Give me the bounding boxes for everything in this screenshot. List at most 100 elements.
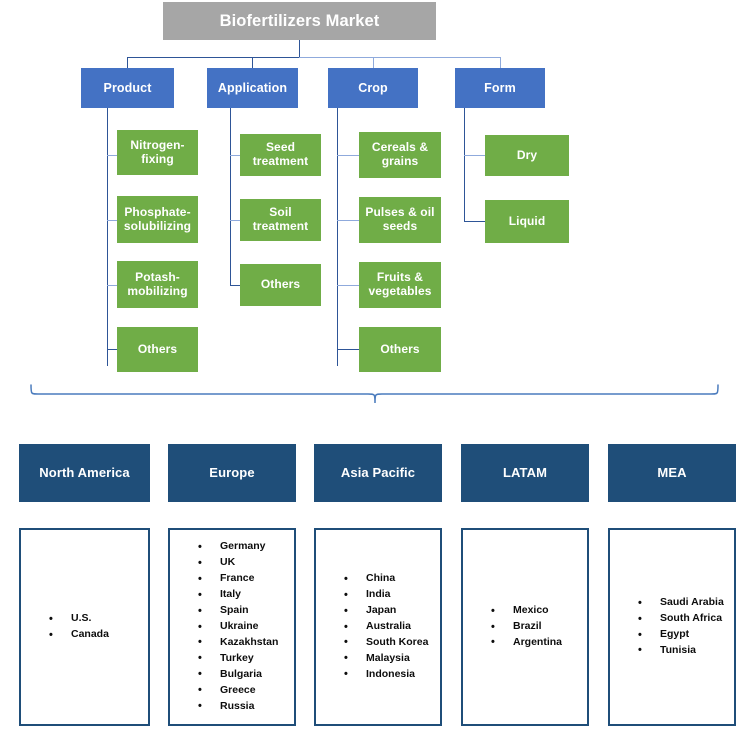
- list-item: Tunisia: [638, 642, 734, 659]
- connector-arm-product-4: [107, 349, 117, 351]
- region-label: MEA: [657, 464, 687, 480]
- connector-trunk-product: [107, 108, 109, 366]
- category-box-application[interactable]: Application: [207, 68, 298, 108]
- country-list-north-america: U.S. Canada: [19, 528, 150, 726]
- country-list-items: Saudi Arabia South Africa Egypt Tunisia: [610, 595, 734, 660]
- subcategory-label: Fruits & vegetables: [368, 270, 432, 298]
- subcategory-box-soil-treatment[interactable]: Soil treatment: [240, 199, 321, 241]
- list-item: Saudi Arabia: [638, 595, 734, 612]
- subcategory-label: Others: [260, 277, 301, 292]
- connector-drop-application: [252, 57, 254, 70]
- list-item: Italy: [198, 587, 294, 604]
- list-item: Kazakhstan: [198, 634, 294, 651]
- subcategory-box-cereals-grains[interactable]: Cereals & grains: [359, 132, 441, 178]
- list-item: Brazil: [491, 619, 587, 636]
- list-item: Canada: [49, 627, 148, 644]
- connector-arm-product-1: [107, 155, 117, 157]
- connector-trunk-form: [464, 108, 466, 222]
- connector-title-bus-right: [299, 57, 501, 59]
- country-list-mea: Saudi Arabia South Africa Egypt Tunisia: [608, 528, 736, 726]
- subcategory-label: Potash-mobilizing: [127, 269, 188, 298]
- list-item: Indonesia: [344, 666, 440, 683]
- list-item: France: [198, 571, 294, 588]
- list-item: Russia: [198, 698, 294, 715]
- list-item: UK: [198, 555, 294, 572]
- connector-arm-form-2: [464, 221, 485, 223]
- region-header-asia-pacific[interactable]: Asia Pacific: [314, 444, 442, 502]
- list-item: Ukraine: [198, 619, 294, 636]
- subcategory-box-nitrogen-fixing[interactable]: Nitrogen-fixing: [117, 130, 198, 175]
- list-item: India: [344, 587, 440, 604]
- subcategory-box-seed-treatment[interactable]: Seed treatment: [240, 134, 321, 176]
- list-item: South Africa: [638, 611, 734, 628]
- connector-title-bus-left: [127, 57, 300, 59]
- region-header-latam[interactable]: LATAM: [461, 444, 589, 502]
- diagram-title-box: Biofertilizers Market: [163, 2, 436, 40]
- list-item: Bulgaria: [198, 666, 294, 683]
- subcategory-box-product-others[interactable]: Others: [117, 327, 198, 372]
- category-box-product[interactable]: Product: [81, 68, 174, 108]
- country-list-items: Mexico Brazil Argentina: [463, 603, 587, 652]
- subcategory-box-phosphate-solubilizing[interactable]: Phosphate-solubilizing: [117, 196, 198, 243]
- category-label-product: Product: [103, 80, 152, 95]
- list-item: China: [344, 571, 440, 588]
- diagram-title-label: Biofertilizers Market: [219, 11, 380, 30]
- category-label-application: Application: [217, 80, 288, 95]
- region-header-mea[interactable]: MEA: [608, 444, 736, 502]
- country-list-asia-pacific: China India Japan Australia South Korea …: [314, 528, 442, 726]
- subcategory-box-dry[interactable]: Dry: [485, 135, 569, 176]
- subcategory-label: Seed treatment: [252, 140, 309, 168]
- list-item: Germany: [198, 539, 294, 556]
- connector-arm-application-2: [230, 220, 240, 222]
- connector-arm-product-2: [107, 220, 117, 222]
- subcategory-box-crop-others[interactable]: Others: [359, 327, 441, 372]
- subcategory-box-application-others[interactable]: Others: [240, 264, 321, 306]
- subcategory-label: Others: [380, 341, 420, 356]
- connector-arm-application-3: [230, 285, 240, 287]
- list-item: Spain: [198, 603, 294, 620]
- connector-arm-crop-3: [337, 285, 359, 287]
- connector-drop-product: [127, 57, 129, 70]
- subcategory-label: Pulses & oil seeds: [365, 205, 435, 233]
- connector-trunk-application: [230, 108, 232, 286]
- region-label: Europe: [209, 464, 255, 480]
- country-list-items: Germany UK France Italy Spain Ukraine Ka…: [170, 539, 294, 715]
- category-box-form[interactable]: Form: [455, 68, 545, 108]
- subcategory-box-potash-mobilizing[interactable]: Potash-mobilizing: [117, 261, 198, 308]
- subcategory-box-pulses-oil-seeds[interactable]: Pulses & oil seeds: [359, 197, 441, 243]
- region-header-north-america[interactable]: North America: [19, 444, 150, 502]
- subcategory-box-fruits-vegetables[interactable]: Fruits & vegetables: [359, 262, 441, 308]
- list-item: Turkey: [198, 650, 294, 667]
- connector-arm-crop-1: [337, 155, 359, 157]
- list-item: U.S.: [49, 611, 148, 628]
- subcategory-label: Phosphate-solubilizing: [123, 204, 192, 233]
- subcategory-label: Dry: [516, 147, 538, 162]
- connector-arm-crop-2: [337, 220, 359, 222]
- country-list-europe: Germany UK France Italy Spain Ukraine Ka…: [168, 528, 296, 726]
- connector-drop-crop: [373, 57, 375, 70]
- subcategory-label: Nitrogen-fixing: [130, 137, 185, 166]
- connector-trunk-crop: [337, 108, 339, 366]
- region-label: North America: [39, 464, 130, 480]
- category-box-crop[interactable]: Crop: [328, 68, 418, 108]
- region-label: LATAM: [502, 464, 548, 480]
- list-item: Argentina: [491, 634, 587, 651]
- list-item: Australia: [344, 619, 440, 636]
- subcategory-label: Liquid: [508, 213, 546, 228]
- region-header-europe[interactable]: Europe: [168, 444, 296, 502]
- country-list-items: China India Japan Australia South Korea …: [316, 571, 440, 683]
- connector-arm-application-1: [230, 155, 240, 157]
- list-item: Greece: [198, 682, 294, 699]
- list-item: Japan: [344, 603, 440, 620]
- category-label-crop: Crop: [358, 80, 388, 95]
- country-list-items: U.S. Canada: [21, 611, 148, 644]
- subcategory-box-liquid[interactable]: Liquid: [485, 200, 569, 243]
- list-item: Malaysia: [344, 650, 440, 667]
- connector-arm-crop-4: [337, 349, 359, 351]
- subcategory-label: Others: [137, 341, 178, 356]
- list-item: Mexico: [491, 603, 587, 620]
- list-item: Egypt: [638, 627, 734, 644]
- list-item: South Korea: [344, 634, 440, 651]
- category-label-form: Form: [484, 80, 516, 95]
- connector-title-stem: [299, 40, 301, 58]
